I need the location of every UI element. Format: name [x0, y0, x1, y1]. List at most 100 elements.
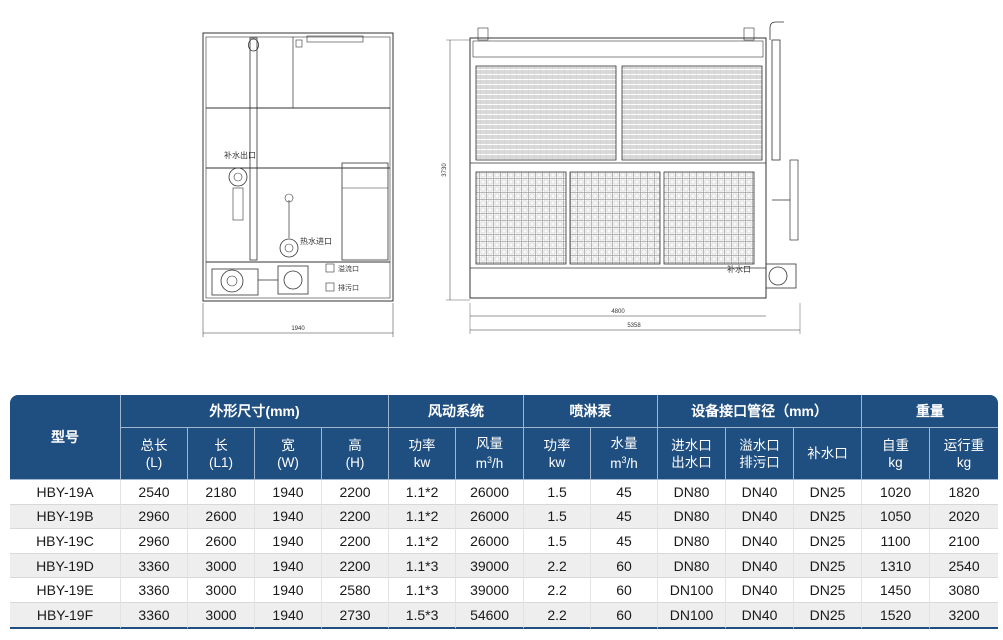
- table-cell: 26000: [456, 529, 525, 554]
- table-cell: DN100: [658, 578, 727, 603]
- model-cell: HBY-19F: [10, 602, 121, 629]
- table-cell: 2580: [322, 578, 390, 603]
- table-cell: 1.5*3: [389, 602, 457, 629]
- table-cell: 1.1*2: [389, 504, 457, 530]
- subheader-width: 宽(W): [255, 428, 322, 480]
- table-cell: DN25: [794, 602, 863, 629]
- table-cell: 54600: [456, 602, 525, 629]
- hot-water-inlet-label: 热水进口: [300, 236, 332, 246]
- table-cell: 1940: [255, 529, 322, 554]
- width-dimension: 1940: [291, 326, 305, 332]
- total-length-dimension: 5358: [627, 323, 641, 329]
- table-cell: 1100: [862, 529, 931, 554]
- table-cell: DN25: [794, 480, 863, 505]
- table-cell: DN25: [794, 553, 863, 579]
- table-cell: 1940: [255, 578, 322, 603]
- table-cell: 2600: [188, 529, 255, 554]
- table-cell: DN25: [794, 504, 863, 530]
- table-cell: DN40: [726, 504, 795, 530]
- table-cell: DN80: [658, 553, 727, 579]
- table-cell: 2.2: [524, 553, 592, 579]
- table-cell: 1310: [862, 553, 931, 579]
- table-cell: 39000: [456, 553, 525, 579]
- table-cell: 2730: [322, 602, 390, 629]
- table-cell: DN40: [726, 602, 795, 629]
- table-cell: 1940: [255, 480, 322, 505]
- table-cell: 39000: [456, 578, 525, 603]
- table-cell: 45: [591, 529, 659, 554]
- technical-drawings: 补水出口 热水进口 溢流口 排污口 1940 3730 4800 5358 补水…: [202, 21, 801, 337]
- table-cell: DN40: [726, 529, 795, 554]
- table-cell: 2.2: [524, 578, 592, 603]
- spec-table: 型号 外形尺寸(mm) 风动系统 喷淋泵 设备接口管径（mm） 重量 总长(L)…: [10, 395, 999, 629]
- table-cell: 45: [591, 480, 659, 505]
- subheader-overflow-drain: 溢水口排污口: [726, 428, 795, 480]
- table-cell: 2020: [930, 504, 999, 530]
- table-cell: 2100: [930, 529, 999, 554]
- table-cell: 2960: [121, 504, 188, 530]
- table-cell: 2180: [188, 480, 255, 505]
- table-cell: 2540: [930, 553, 999, 579]
- table-cell: 2200: [322, 504, 390, 530]
- height-dimension: 3730: [442, 163, 448, 177]
- table-cell: 1050: [862, 504, 931, 530]
- group-pump-header: 喷淋泵: [524, 395, 659, 428]
- table-cell: DN25: [794, 529, 863, 554]
- subheader-length: 长(L1): [188, 428, 255, 480]
- table-cell: 26000: [456, 480, 525, 505]
- table-cell: DN40: [726, 480, 795, 505]
- table-cell: 1.5: [524, 504, 592, 530]
- table-cell: 3360: [121, 602, 188, 629]
- table-cell: 1940: [255, 553, 322, 579]
- model-cell: HBY-19B: [10, 504, 121, 530]
- table-cell: DN80: [658, 480, 727, 505]
- front-view-drawing: [446, 21, 801, 334]
- model-header: 型号: [10, 395, 121, 480]
- table-cell: 2200: [322, 529, 390, 554]
- subheader-total-length: 总长(L): [121, 428, 188, 480]
- group-fan-header: 风动系统: [389, 395, 525, 428]
- table-cell: 3000: [188, 553, 255, 579]
- table-cell: 1.5: [524, 480, 592, 505]
- table-cell: DN25: [794, 578, 863, 603]
- table-cell: 3360: [121, 578, 188, 603]
- table-cell: 2200: [322, 553, 390, 579]
- subheader-height: 高(H): [322, 428, 390, 480]
- table-cell: DN80: [658, 504, 727, 530]
- table-cell: DN40: [726, 578, 795, 603]
- table-cell: 1020: [862, 480, 931, 505]
- subheader-inlet-outlet: 进水口出水口: [658, 428, 727, 480]
- table-cell: 3360: [121, 553, 188, 579]
- table-cell: 60: [591, 553, 659, 579]
- makeup-inlet-label: 补水口: [727, 264, 751, 274]
- table-cell: 2600: [188, 504, 255, 530]
- table-cell: 2200: [322, 480, 390, 505]
- table-cell: 1.1*2: [389, 529, 457, 554]
- table-cell: 2540: [121, 480, 188, 505]
- table-cell: 1.1*2: [389, 480, 457, 505]
- table-cell: DN80: [658, 529, 727, 554]
- table-cell: 1940: [255, 504, 322, 530]
- table-cell: 2.2: [524, 602, 592, 629]
- model-cell: HBY-19D: [10, 553, 121, 579]
- group-weight-header: 重量: [862, 395, 999, 428]
- table-cell: 1520: [862, 602, 931, 629]
- model-cell: HBY-19E: [10, 578, 121, 603]
- makeup-outlet-label: 补水出口: [224, 150, 256, 160]
- table-cell: 1.1*3: [389, 578, 457, 603]
- group-pipe-header: 设备接口管径（mm）: [658, 395, 863, 428]
- table-cell: DN40: [726, 553, 795, 579]
- table-cell: 60: [591, 602, 659, 629]
- table-cell: 3000: [188, 578, 255, 603]
- group-dimensions-header: 外形尺寸(mm): [121, 395, 390, 428]
- table-cell: 1940: [255, 602, 322, 629]
- overflow-label: 溢流口: [338, 264, 359, 273]
